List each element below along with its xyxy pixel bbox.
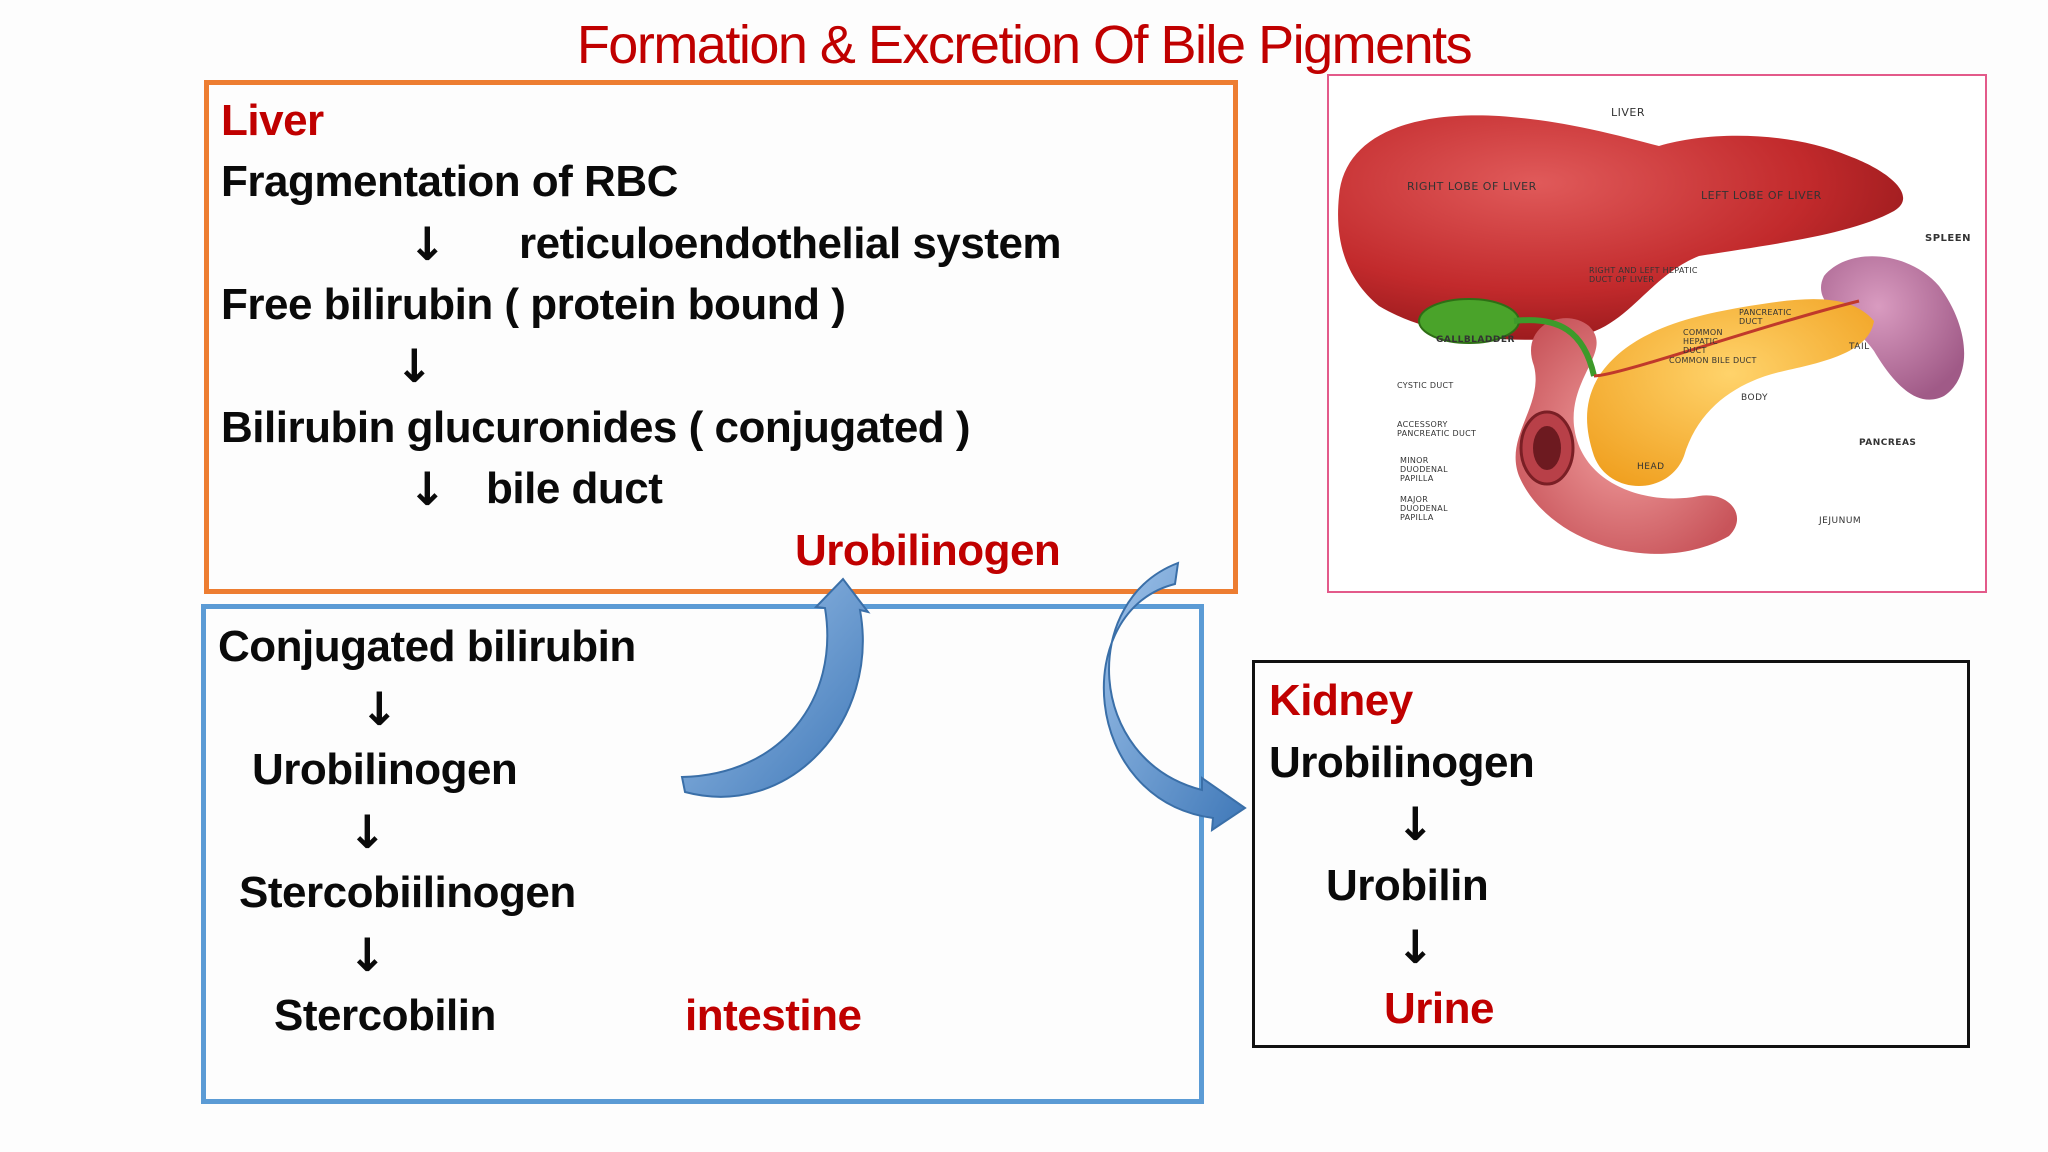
label-hepatic-ducts: RIGHT AND LEFT HEPATIC DUCT OF LIVER (1589, 266, 1698, 284)
down-arrow-icon: ↓ (360, 682, 399, 736)
liver-step-fragmentation: Fragmentation of RBC (221, 157, 678, 206)
down-arrow-icon: ↓ (1396, 797, 1435, 851)
recycle-urobilinogen-label: Urobilinogen (795, 526, 1061, 575)
down-arrow-icon: ↓ (395, 339, 434, 393)
intestine-box (201, 604, 1204, 1104)
liver-step-free-bilirubin: Free bilirubin ( protein bound ) (221, 280, 846, 329)
liver-box (204, 80, 1238, 594)
label-jejunum: JEJUNUM (1819, 516, 1862, 526)
label-pancreas: PANCREAS (1859, 438, 1917, 448)
label-common-hepatic-duct: COMMON HEPATIC DUCT (1683, 328, 1723, 355)
bile-duct-shape (1513, 317, 1597, 377)
label-spleen: SPLEEN (1925, 233, 1971, 244)
intestine-step-stercobilin: Stercobilin (274, 991, 496, 1040)
liver-note-bile-duct: bile duct (486, 464, 663, 513)
label-head: HEAD (1637, 462, 1665, 472)
kidney-step-urobilinogen: Urobilinogen (1269, 738, 1535, 787)
kidney-box (1252, 660, 1970, 1048)
label-right-lobe: RIGHT LOBE OF LIVER (1407, 180, 1537, 193)
intestine-step-urobilinogen: Urobilinogen (252, 745, 518, 794)
pancreas-shape (1587, 299, 1874, 486)
spleen-shape (1820, 256, 1965, 400)
down-arrow-icon: ↓ (348, 928, 387, 982)
down-arrow-icon: ↓ (408, 462, 447, 516)
to-kidney-curved-arrow (1102, 561, 1247, 832)
kidney-end-urine: Urine (1384, 984, 1494, 1033)
label-common-bile-duct: COMMON BILE DUCT (1669, 356, 1757, 365)
liver-shape (1338, 115, 1904, 340)
intestine-label: intestine (685, 991, 862, 1040)
label-liver: LIVER (1611, 106, 1645, 119)
duodenum-shape (1515, 318, 1738, 554)
down-arrow-icon: ↓ (348, 805, 387, 859)
recycle-curved-arrow (680, 577, 871, 798)
down-arrow-icon: ↓ (408, 217, 447, 271)
liver-note-reticuloendothelial: reticuloendothelial system (519, 219, 1062, 268)
label-cystic-duct: CYSTIC DUCT (1397, 381, 1454, 390)
label-accessory-pancreatic-duct: ACCESSORY PANCREATIC DUCT (1397, 420, 1477, 438)
label-left-lobe: LEFT LOBE OF LIVER (1701, 189, 1822, 202)
label-body: BODY (1741, 393, 1769, 403)
kidney-step-urobilin: Urobilin (1326, 861, 1489, 910)
slide-title: Formation & Excretion Of Bile Pigments (576, 15, 1473, 75)
intestine-step-conjugated: Conjugated bilirubin (218, 622, 636, 671)
intestine-step-stercobilinogen: Stercobiilinogen (239, 868, 576, 917)
liver-pancreas-illustration (1338, 115, 1965, 554)
liver-heading: Liver (221, 96, 324, 145)
label-minor-papilla: MINOR DUODENAL PAPILLA (1400, 456, 1448, 483)
label-major-papilla: MAJOR DUODENAL PAPILLA (1400, 495, 1448, 522)
kidney-heading: Kidney (1269, 676, 1413, 725)
label-pancreatic-duct: PANCREATIC DUCT (1739, 308, 1792, 326)
liver-step-glucuronides: Bilirubin glucuronides ( conjugated ) (221, 403, 971, 452)
anatomy-illustration: LIVER RIGHT LOBE OF LIVER LEFT LOBE OF L… (1327, 74, 1987, 593)
label-gallbladder: GALLBLADDER (1436, 335, 1515, 345)
down-arrow-icon: ↓ (1396, 920, 1435, 974)
label-tail: TAIL (1849, 342, 1870, 352)
